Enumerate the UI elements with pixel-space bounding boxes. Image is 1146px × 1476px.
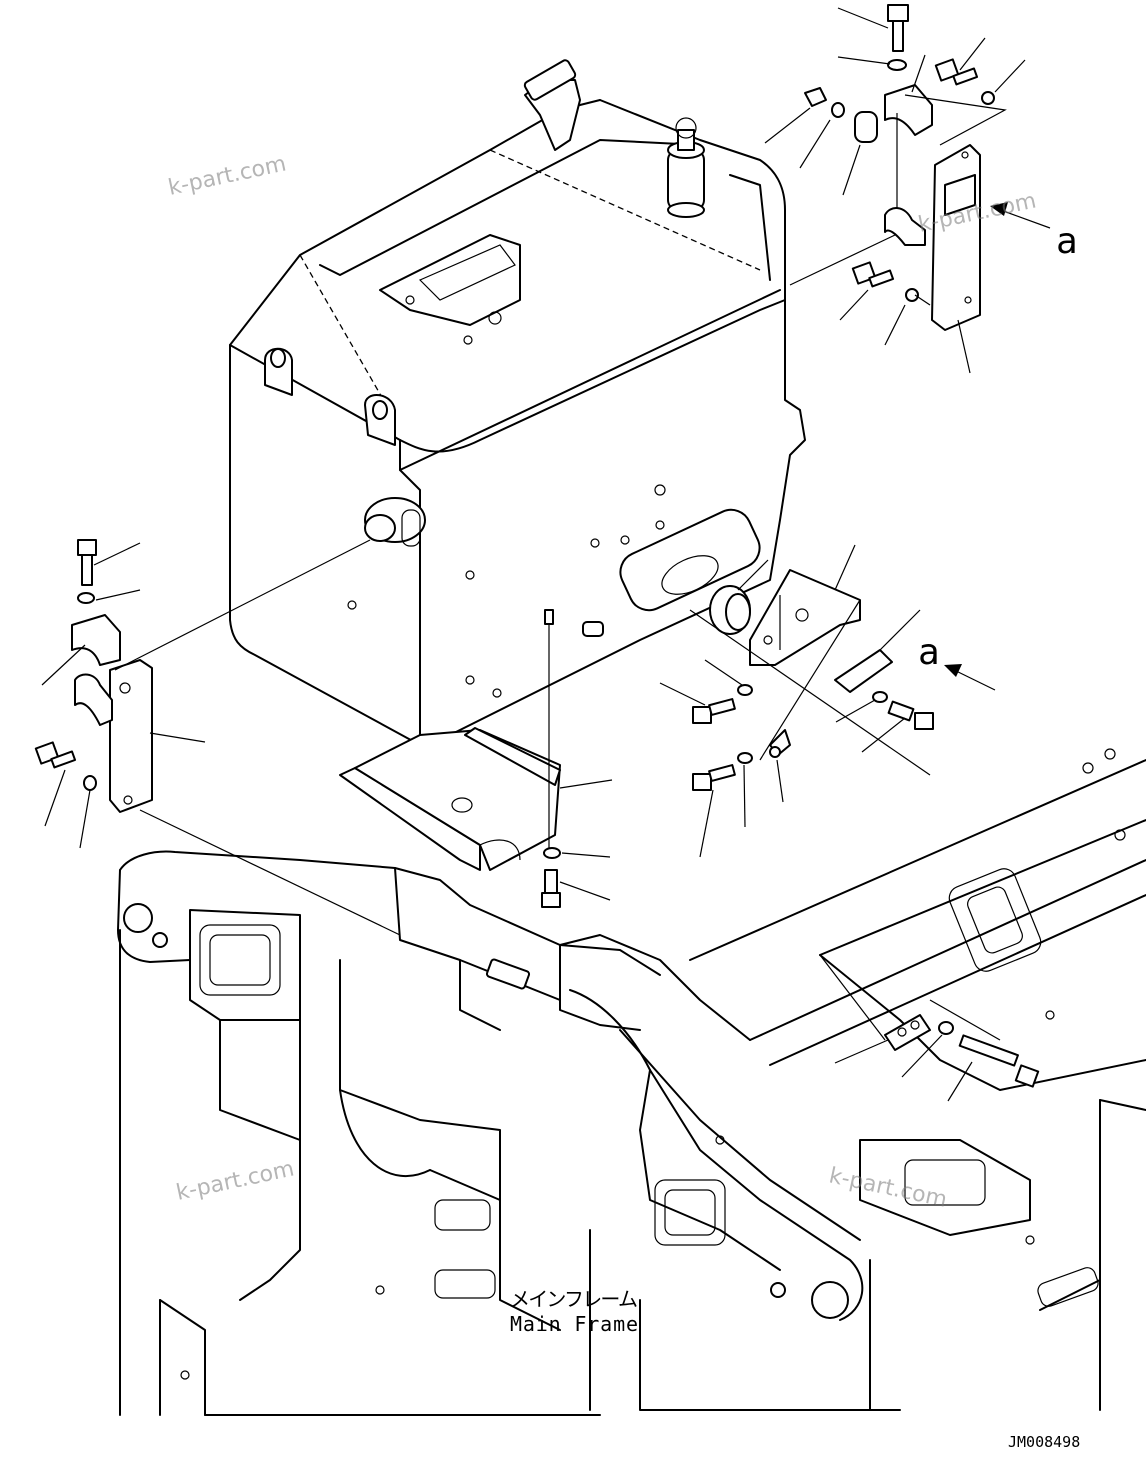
frame-label-jp: メインフレーム [510,1287,638,1311]
watermark: k-part.com [166,152,288,201]
drawing-number: JM008498 [1008,1433,1080,1451]
view-marker-lower: a [918,632,940,673]
tank-support-bracket [339,609,561,908]
view-marker-upper: a [1056,221,1078,262]
frame-label-en: Main Frame [510,1312,638,1336]
watermark: k-part.com [827,1163,949,1212]
frame-clip-parts [819,954,1040,1088]
watermark: k-part.com [174,1157,296,1206]
main-frame [117,748,1146,1416]
fuel-tank [229,59,806,746]
tank-strap-upper [789,4,1007,331]
tank-mount-center [689,569,934,791]
leader-lines [41,7,1051,1102]
tank-strap-left [34,539,401,936]
